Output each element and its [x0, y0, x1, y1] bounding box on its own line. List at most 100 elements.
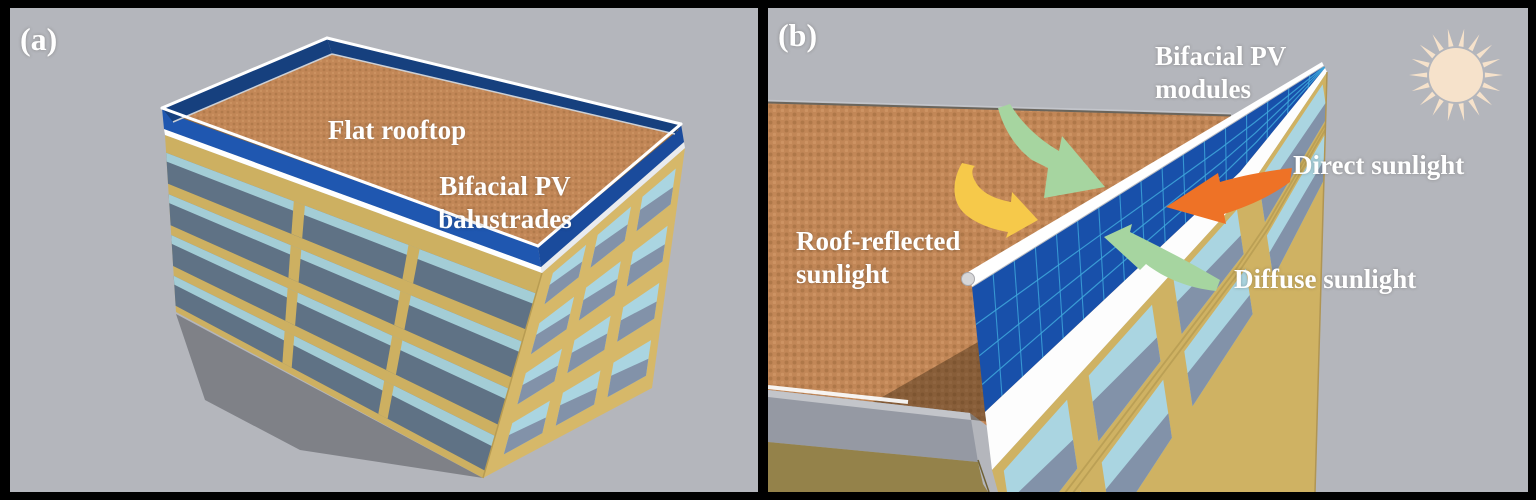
window-shade [555, 388, 598, 426]
building-corner-edge [482, 272, 543, 479]
pv-grid-line [1013, 260, 1023, 377]
panel-b-label: (b) [778, 17, 818, 53]
far-parapet-line [768, 99, 1232, 115]
building-silhouette-edge [1314, 71, 1328, 492]
roof-reflected-arrow [954, 163, 1038, 238]
sun-ray [1447, 28, 1454, 47]
facade-window-shade [1008, 439, 1078, 492]
balustrade-far-left [162, 38, 332, 122]
ribbon-window-glint [171, 235, 509, 400]
window-mullion [285, 288, 298, 326]
floor-band-line [1007, 115, 1327, 492]
shaded-wall [768, 442, 988, 492]
pv-modules-label: Bifacial PV modules [1155, 41, 1287, 104]
panel-a: (a) Flat rooftop Bifacial PV balustrades [10, 8, 758, 492]
sun-ray [1458, 103, 1465, 122]
sun-ray [1458, 28, 1465, 47]
handrail-lines [160, 36, 683, 248]
handrail-tube [968, 62, 1324, 287]
window-shade [578, 279, 618, 321]
diffuse-sunlight-label: Diffuse sunlight [1234, 264, 1417, 294]
window-shade [530, 313, 571, 355]
ledge-left [164, 129, 542, 273]
window-shade [517, 365, 558, 405]
pv-grid-line [975, 66, 1325, 325]
ledge-right [541, 142, 685, 273]
sun-ray [1432, 98, 1444, 116]
pv-grid-line [1307, 74, 1311, 89]
facade-window-shade [1269, 146, 1327, 278]
ribbon-window-glint [166, 152, 537, 304]
window-mullion [386, 335, 403, 375]
diffuse-front-arrow [1104, 224, 1220, 291]
sun-ray [1420, 44, 1436, 59]
sun-ray [1476, 91, 1492, 106]
panel-b-drawing [768, 28, 1503, 492]
sun-ray [1482, 82, 1501, 92]
sun-ray [1468, 34, 1480, 52]
sun-ray [1482, 58, 1501, 68]
window-shade [617, 301, 657, 342]
building-windows [166, 152, 676, 471]
sun-ray [1484, 72, 1503, 78]
sun-icon [1409, 28, 1503, 122]
facade-window-shade [1261, 103, 1327, 223]
sun-ray [1411, 82, 1430, 92]
balustrade-near-right [538, 124, 684, 267]
facade-wall [992, 72, 1327, 492]
handrail-end-cap [961, 272, 975, 286]
window-mullion [291, 201, 305, 239]
panel-a-label: (a) [20, 21, 58, 57]
panel-a-drawing [160, 36, 685, 479]
pv-grid-line [1034, 247, 1044, 358]
ribbon-window-glint [173, 275, 496, 447]
facade-window-shade [1187, 295, 1253, 407]
sun-ray [1411, 58, 1430, 68]
handrail-shadow-line [971, 65, 1325, 288]
sun-ray [1420, 91, 1436, 106]
window-shade [503, 417, 546, 455]
balustrade-far-right [327, 38, 681, 134]
balustrades-label: Bifacial PV balustrades [438, 171, 572, 234]
sun-ray [1468, 98, 1480, 116]
window-mullion [394, 290, 411, 330]
pv-grid-line [1224, 127, 1227, 185]
balustrade-inner-lines [172, 53, 676, 135]
diffuse-sky-arrow [998, 104, 1105, 198]
direct-sunlight-arrow [1166, 168, 1292, 224]
pv-grid-line [1055, 233, 1064, 339]
window-shade [544, 261, 583, 305]
window-mullion [282, 331, 295, 368]
roof-edge-trim [768, 385, 909, 404]
window-mullion [288, 245, 302, 283]
window-mullion [378, 380, 394, 419]
floor-band-line [1006, 111, 1327, 492]
facade-windows [1003, 84, 1327, 492]
window-mullion [402, 244, 420, 284]
sun-ray [1447, 103, 1454, 122]
facade-window-shade [1092, 337, 1161, 442]
pv-cell-grid [975, 66, 1325, 397]
pv-grid-line [1098, 207, 1105, 301]
facade-window-shade [1105, 413, 1172, 492]
roof-fascia-highlight [768, 390, 971, 420]
flat-rooftop-label: Flat rooftop [327, 115, 467, 145]
pv-grid-line [1161, 167, 1166, 243]
pv-grid-line [992, 273, 1003, 397]
balustrade-near-left [162, 108, 541, 267]
facade-corner-edge [977, 459, 990, 492]
window-shade [607, 358, 649, 398]
window-shade [590, 224, 628, 268]
sun-ray [1432, 34, 1444, 52]
direct-sunlight-label: Direct sunlight [1293, 150, 1465, 180]
sun-ray [1476, 44, 1492, 59]
window-shade [567, 333, 608, 374]
sun-ray [1409, 72, 1428, 78]
panel-b: (b) Bifacial PV modules Direct sunlight … [768, 8, 1528, 492]
roof-reflected-label: Roof-reflected sunlight [796, 226, 961, 289]
window-shade [636, 187, 674, 232]
ribbon-window-glint [168, 194, 523, 352]
pv-grid-line [1287, 88, 1290, 114]
window-shade [626, 244, 665, 287]
